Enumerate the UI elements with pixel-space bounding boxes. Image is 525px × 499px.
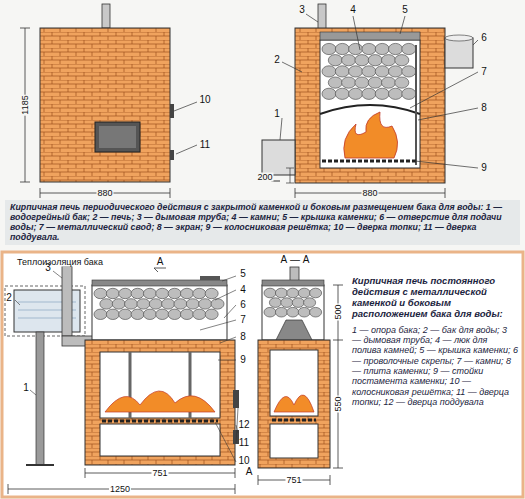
callout-number: 2 [6, 293, 12, 303]
section-view [262, 4, 478, 198]
dimension-label: 751 [285, 476, 302, 485]
callout-number: 4 [350, 5, 356, 15]
dimension-label: 880 [96, 189, 113, 198]
callout-number: 6 [481, 33, 487, 43]
callout-number: 11 [200, 140, 210, 150]
dimension-label: 880 [361, 189, 378, 198]
callout-number: 3 [45, 263, 51, 273]
callout-number: 7 [481, 67, 487, 77]
section-mark: А — А [281, 255, 310, 265]
callout-number: 3 [299, 5, 305, 15]
callout-number: 9 [240, 355, 246, 365]
callout-number: 12 [238, 420, 249, 430]
callout-number: 2 [274, 55, 280, 65]
callout-number: 9 [481, 163, 487, 173]
dimension-label: 751 [151, 469, 168, 478]
callout-number: 10 [238, 456, 249, 466]
note-label: Теплоизоляция бака [16, 258, 104, 267]
dimension-label: 1250 [109, 485, 131, 494]
dimension-label: 1185 [21, 94, 30, 115]
caption-legend: 1 — опора бака; 2 — бак для воды; 3 — ды… [352, 325, 518, 408]
caption-text: Кирпичная печь периодического действия с… [10, 203, 515, 242]
callout-number: 11 [239, 438, 249, 448]
callout-number: 5 [402, 5, 408, 15]
callout-number: 10 [199, 95, 210, 105]
callout-number: 6 [240, 300, 246, 310]
front-view [20, 4, 197, 198]
callout-number: 5 [240, 269, 246, 279]
dimension-label: 500 [334, 303, 343, 320]
cross-section [258, 267, 343, 485]
dimension-label: 550 [334, 395, 343, 412]
dimension-label: 200 [256, 173, 273, 182]
caption-panel: Кирпичная печь периодического действия с… [5, 200, 520, 245]
caption-title: Кирпичная печь постоянного действия с ме… [352, 276, 518, 320]
callout-number: 4 [240, 285, 246, 295]
callout-number: 8 [240, 332, 246, 342]
side-section [5, 266, 239, 494]
callout-number: 1 [23, 383, 29, 393]
callout-number: 8 [481, 103, 487, 113]
section-mark: А [157, 257, 164, 267]
section-mark: А [246, 467, 253, 477]
callout-number: 7 [240, 315, 246, 325]
callout-number: 1 [274, 109, 280, 119]
